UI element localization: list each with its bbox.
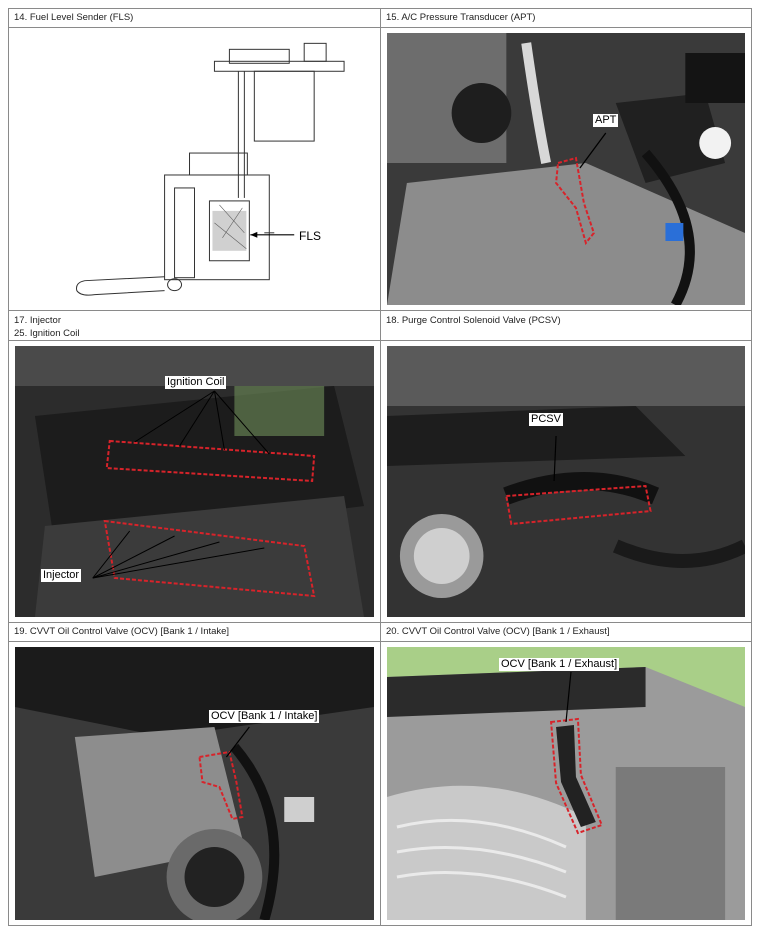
engine-bay-pcsv-photo <box>387 346 745 617</box>
apt-photo <box>387 33 745 305</box>
ignition-coil-callout: Ignition Coil <box>165 376 227 389</box>
ocv-intake-photo-cell: OCV [Bank 1 / Intake] <box>8 641 381 926</box>
pcsv-photo-cell: PCSV <box>380 340 752 623</box>
engine-side-ocv-intake-photo <box>15 647 374 920</box>
engine-side-ocv-exhaust-photo <box>387 647 745 920</box>
engine-bay-apt-photo <box>387 33 745 305</box>
apt-header: 15. A/C Pressure Transducer (APT) <box>380 8 752 28</box>
fuel-pump-line-drawing <box>76 42 345 296</box>
ocv-exhaust-photo-cell: OCV [Bank 1 / Exhaust] <box>380 641 752 926</box>
ocv-exhaust-photo <box>387 647 745 920</box>
injector-header-line2: 25. Ignition Coil <box>14 328 80 339</box>
ocv-exhaust-callout: OCV [Bank 1 / Exhaust] <box>499 658 620 671</box>
apt-callout: APT <box>593 114 619 127</box>
ocv-exhaust-header: 20. CVVT Oil Control Valve (OCV) [Bank 1… <box>380 622 752 642</box>
pcsv-photo <box>387 346 745 617</box>
injector-header: 17. Injector 25. Ignition Coil <box>8 310 381 341</box>
fls-diagram-cell: FLS <box>8 27 381 311</box>
ocv-intake-photo <box>15 647 374 920</box>
apt-photo-cell: APT <box>380 27 752 311</box>
pcsv-callout: PCSV <box>529 413 563 426</box>
ocv-intake-header: 19. CVVT Oil Control Valve (OCV) [Bank 1… <box>8 622 381 642</box>
fls-callout: FLS <box>299 229 322 243</box>
injector-photo <box>15 346 374 617</box>
fls-header: 14. Fuel Level Sender (FLS) <box>8 8 381 28</box>
ocv-intake-callout: OCV [Bank 1 / Intake] <box>209 710 320 723</box>
injector-callout: Injector <box>41 569 82 582</box>
fls-diagram <box>15 33 374 305</box>
injector-header-line1: 17. Injector <box>14 315 61 326</box>
engine-top-coil-injector-photo <box>15 346 374 617</box>
injector-photo-cell: Ignition Coil Injector <box>8 340 381 623</box>
component-location-table: 14. Fuel Level Sender (FLS) 15. A/C Pres… <box>8 8 752 926</box>
pcsv-header: 18. Purge Control Solenoid Valve (PCSV) <box>380 310 752 341</box>
